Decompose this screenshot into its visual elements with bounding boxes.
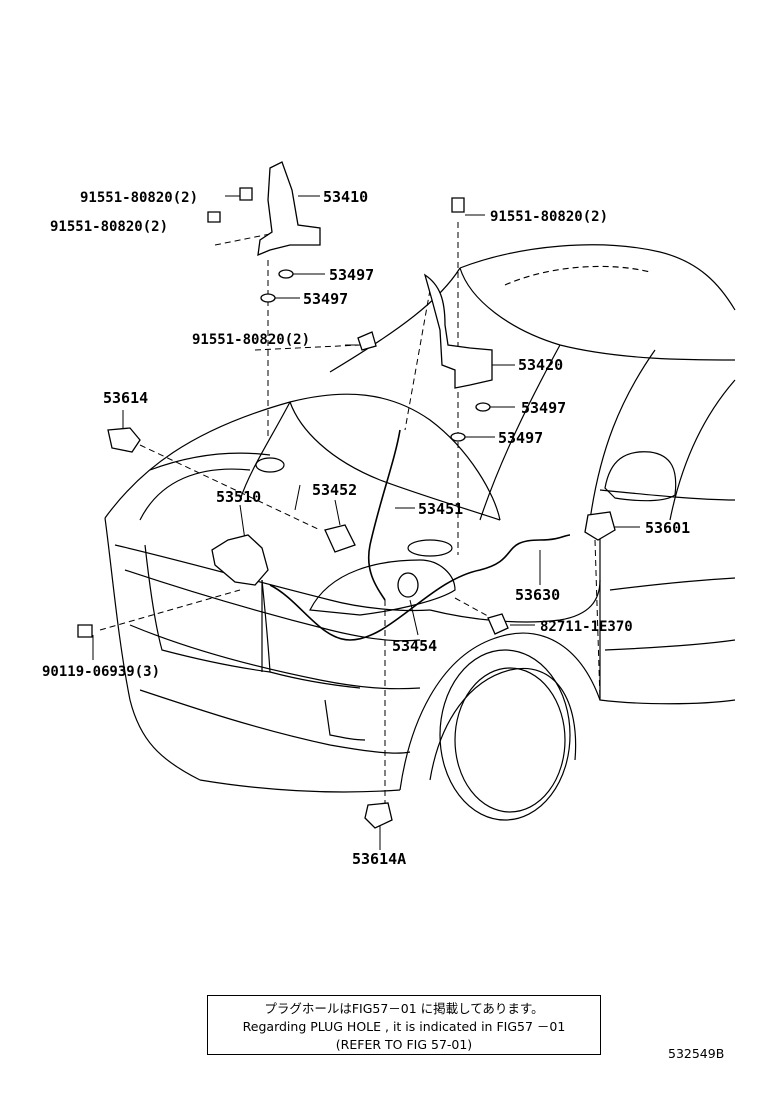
hood-hinge-left-shape	[257, 161, 321, 257]
label-53614A: 53614A	[352, 850, 406, 868]
label-53497-d: 53497	[498, 429, 543, 447]
label-53630: 53630	[515, 586, 560, 604]
washer-icon	[475, 402, 491, 412]
clamp-shape	[487, 613, 509, 635]
washer-icon	[450, 432, 466, 442]
label-53420: 53420	[518, 356, 563, 374]
label-53614: 53614	[103, 389, 148, 407]
reference-note: プラグホールはFIG57－01 に掲載してあります。 Regarding PLU…	[207, 995, 601, 1055]
label-53451: 53451	[418, 500, 463, 518]
bolt-icon	[357, 331, 377, 351]
note-line-english: Regarding PLUG HOLE , it is indicated in…	[242, 1019, 566, 1034]
bolt-icon	[239, 187, 253, 201]
vehicle-outline	[104, 244, 736, 821]
label-53497-b: 53497	[303, 290, 348, 308]
hood-lock-shape	[211, 534, 269, 586]
release-lever-shape	[584, 511, 616, 541]
label-53497-a: 53497	[329, 266, 374, 284]
release-cable	[269, 534, 571, 641]
label-82711: 82711-1E370	[540, 619, 633, 635]
label-53601: 53601	[645, 519, 690, 537]
label-53510: 53510	[216, 488, 261, 506]
support-bracket-shape	[324, 524, 356, 553]
leader-lines	[99, 222, 601, 805]
label-53452: 53452	[312, 481, 357, 499]
washer-icon	[278, 269, 294, 279]
label-91551-b: 91551-80820(2)	[50, 219, 168, 235]
bolt-icon	[207, 211, 221, 223]
note-line-refer: (REFER TO FIG 57-01)	[335, 1037, 473, 1052]
grommet-shape	[397, 572, 419, 598]
part-shapes	[77, 161, 616, 829]
label-90119: 90119-06939(3)	[42, 664, 160, 680]
hood-cushion-shape	[107, 427, 141, 453]
bolt-icon	[451, 197, 465, 213]
label-91551-c: 91551-80820(2)	[490, 209, 608, 225]
rods-cables	[269, 429, 571, 641]
hood-support-rod	[367, 429, 401, 601]
bolt-icon	[77, 624, 93, 638]
hood-hinge-right-shape	[423, 273, 493, 389]
label-91551-d: 91551-80820(2)	[192, 332, 310, 348]
label-91551-a: 91551-80820(2)	[80, 190, 198, 206]
label-53410: 53410	[323, 188, 368, 206]
note-line-japanese: プラグホールはFIG57－01 に掲載してあります。	[264, 1001, 544, 1016]
label-53497-c: 53497	[521, 399, 566, 417]
solid-leaders	[92, 195, 640, 850]
figure-id: 532549B	[668, 1046, 725, 1061]
washer-icon	[260, 293, 276, 303]
label-53454: 53454	[392, 637, 437, 655]
part-labels: 53410 91551-80820(2) 91551-80820(2) 5349…	[42, 188, 690, 868]
hood-cushion-lower-shape	[364, 802, 393, 829]
